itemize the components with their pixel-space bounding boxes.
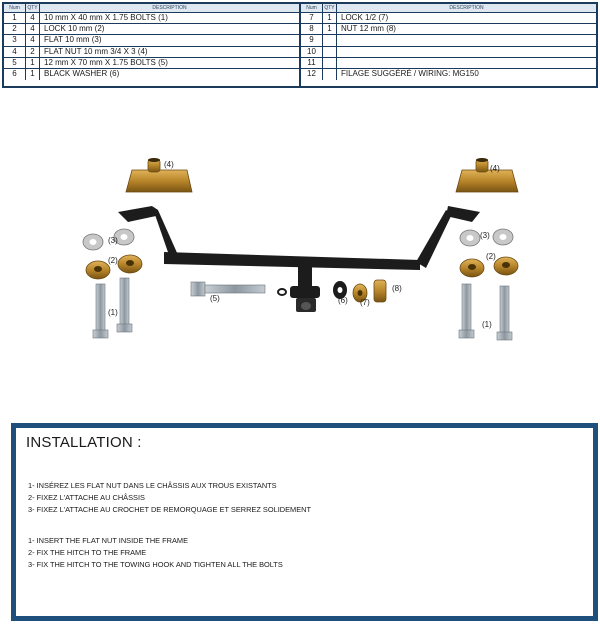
nut-12mm (373, 279, 387, 303)
row-num: 6 (4, 68, 26, 81)
row-description: LOCK 1/2 (7) (341, 13, 389, 22)
callout-8: (8) (392, 284, 402, 293)
row-num: 5 (4, 57, 26, 68)
parts-table: Num QTY DESCRIPTION 1 4 10 mm X 40 mm X … (2, 2, 598, 88)
callout-2-left: (2) (108, 256, 118, 265)
row-qty: 1 (323, 13, 337, 24)
table-row: 1 4 10 mm X 40 mm X 1.75 BOLTS (1) (4, 13, 299, 25)
table-row: 5 1 12 mm X 70 mm X 1.75 BOLTS (5) (4, 57, 299, 69)
row-qty: 4 (26, 13, 40, 24)
step-en-3: 3- FIX THE HITCH TO THE TOWING HOOK AND … (28, 560, 283, 569)
callout-6: (6) (338, 296, 348, 305)
row-num: 12 (301, 68, 323, 81)
row-num: 4 (4, 46, 26, 57)
long-bolt (190, 281, 266, 297)
step-fr-3: 3- FIXEZ L'ATTACHE AU CROCHET DE REMORQU… (28, 505, 311, 514)
step-fr-2: 2- FIXEZ L'ATTACHE AU CHÂSSIS (28, 493, 145, 502)
table-row: 12 FILAGE SUGGÉRÉ / WIRING: MG150 (301, 68, 596, 81)
flat-nut-right (455, 158, 519, 193)
french-steps: 1- INSÉREZ LES FLAT NUT DANS LE CHÂSSIS … (28, 480, 311, 516)
table-row: 4 2 FLAT NUT 10 mm 3/4 X 3 (4) (4, 46, 299, 58)
row-description: 10 mm X 40 mm X 1.75 BOLTS (1) (44, 13, 168, 22)
row-qty (323, 35, 337, 46)
row-description (337, 47, 596, 57)
header-num: Num (4, 4, 26, 12)
row-qty: 4 (26, 24, 40, 35)
row-description (337, 58, 596, 68)
row-qty: 2 (26, 46, 40, 57)
header-description: DESCRIPTION (449, 5, 484, 11)
row-description: LOCK 10 mm (2) (44, 24, 105, 34)
bolts-right (458, 283, 513, 341)
table-row: 2 4 LOCK 10 mm (2) (4, 24, 299, 36)
table-row: 3 4 FLAT 10 mm (3) (4, 35, 299, 47)
flat-washers-right (459, 228, 514, 247)
bolts-left (92, 277, 133, 339)
row-description: BLACK WASHER (6) (44, 68, 120, 78)
row-num: 8 (301, 24, 323, 35)
lock-half-inch (352, 283, 368, 303)
row-num: 3 (4, 35, 26, 46)
row-description: FILAGE SUGGÉRÉ / WIRING: MG150 (341, 68, 479, 78)
parts-table-right: Num QTY DESCRIPTION 7 1 LOCK 1/2 (7) 8 1… (301, 4, 596, 86)
step-fr-1: 1- INSÉREZ LES FLAT NUT DANS LE CHÂSSIS … (28, 481, 277, 490)
row-description: FLAT 10 mm (3) (44, 35, 102, 45)
parts-table-left: Num QTY DESCRIPTION 1 4 10 mm X 40 mm X … (4, 4, 301, 86)
header-description: DESCRIPTION (152, 5, 187, 11)
table-row: 11 (301, 57, 596, 69)
installation-panel: INSTALLATION : 1- INSÉREZ LES FLAT NUT D… (11, 423, 598, 621)
callout-1-left: (1) (108, 308, 118, 317)
table-row: 6 1 BLACK WASHER (6) (4, 68, 299, 81)
table-row: 9 (301, 35, 596, 47)
row-qty: 1 (323, 24, 337, 35)
table-row: 10 (301, 46, 596, 58)
table-header-row: Num QTY DESCRIPTION (301, 4, 596, 13)
row-qty: 1 (26, 68, 40, 81)
english-steps: 1- INSERT THE FLAT NUT INSIDE THE FRAME … (28, 535, 283, 571)
row-description: FLAT NUT 10 mm 3/4 X 3 (4) (44, 46, 148, 56)
step-en-1: 1- INSERT THE FLAT NUT INSIDE THE FRAME (28, 536, 189, 545)
row-description: 12 mm X 70 mm X 1.75 BOLTS (5) (44, 57, 168, 67)
lock-washers-right (459, 256, 519, 278)
hitch-exploded-diagram: (4) (4) (3) (3) (2) (2) (1) (1) (5) (6) … (60, 150, 540, 350)
callout-3-left: (3) (108, 236, 118, 245)
row-qty: 4 (26, 35, 40, 46)
row-num: 2 (4, 24, 26, 35)
callout-1-right: (1) (482, 320, 492, 329)
installation-title: INSTALLATION : (26, 434, 142, 451)
callout-7: (7) (360, 298, 370, 307)
callout-5: (5) (210, 294, 220, 303)
callout-2-right: (2) (486, 252, 496, 261)
callout-3-right: (3) (480, 231, 490, 240)
row-num: 11 (301, 57, 323, 68)
header-qty: QTY (323, 4, 337, 12)
callout-4-right: (4) (490, 164, 500, 173)
hitch-frame (118, 206, 480, 312)
flat-nut-left (125, 158, 193, 193)
table-row: 7 1 LOCK 1/2 (7) (301, 13, 596, 25)
row-qty (323, 57, 337, 68)
row-num: 9 (301, 35, 323, 46)
lock-washers-left (85, 254, 143, 280)
black-washer (333, 281, 347, 299)
header-num: Num (301, 4, 323, 12)
step-en-2: 2- FIX THE HITCH TO THE FRAME (28, 548, 147, 557)
row-num: 7 (301, 13, 323, 24)
row-num: 10 (301, 46, 323, 57)
callout-4-left: (4) (164, 160, 174, 169)
diagram-svg (82, 158, 519, 341)
row-description: NUT 12 mm (8) (341, 24, 396, 34)
row-description (337, 35, 596, 45)
row-num: 1 (4, 13, 26, 24)
row-qty (323, 46, 337, 57)
table-header-row: Num QTY DESCRIPTION (4, 4, 299, 13)
row-qty (323, 68, 337, 81)
table-row: 8 1 NUT 12 mm (8) (301, 24, 596, 36)
header-qty: QTY (26, 4, 40, 12)
row-qty: 1 (26, 57, 40, 68)
flat-washers-left (82, 228, 135, 251)
